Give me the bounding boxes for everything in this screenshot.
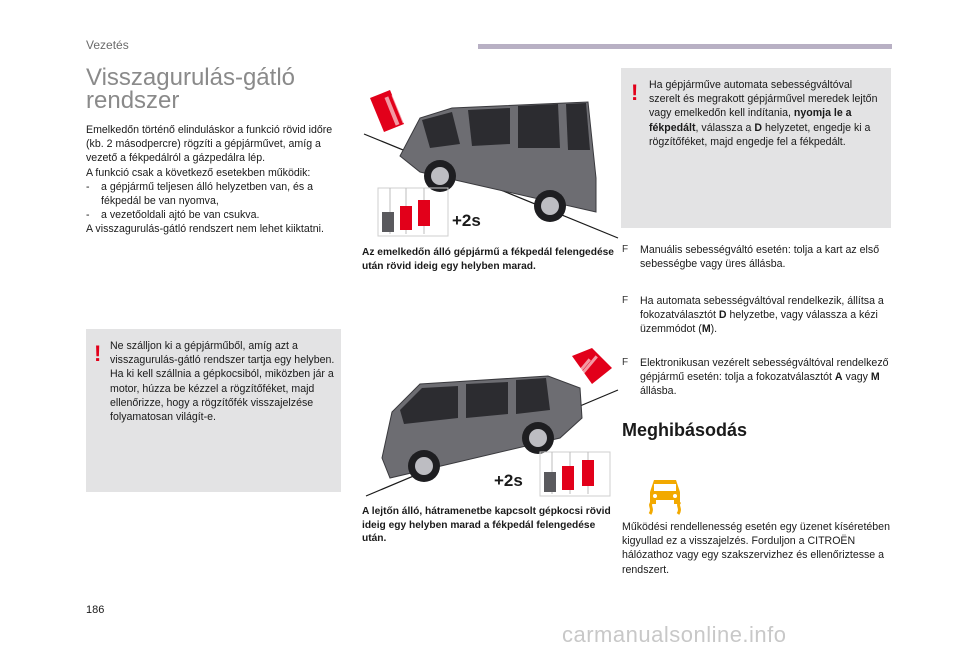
bullet-text-bold: M [870,371,880,384]
fault-text: Működési rendellenesség esetén egy üzene… [622,521,890,576]
warning-right-t3: helyzetet, engedje ki a rögzítőféket, ma… [649,121,871,148]
page-title-line1: Visszagurulás-gátló [86,64,296,91]
intro-list-item: - a gépjármű teljesen álló helyzetben va… [86,180,344,208]
bullet-text: Manuális sebességváltó esetén: tolja a k… [640,244,880,271]
bullet-manual-gearbox: F Manuális sebességváltó esetén: tolja a… [622,243,892,271]
watermark: carmanualsonline.info [562,622,787,647]
intro-p2: A funkció csak a következő esetekben műk… [86,166,311,179]
van-silhouette [399,101,597,222]
bullet-marker: F [622,295,629,306]
bullet-text-part: vagy [842,371,871,384]
warning-exclamation-icon: ! [631,80,639,105]
bullet-text-part: állásba. [640,385,677,398]
warning-exclamation-icon: ! [94,341,102,366]
warning-right-text: Ha gépjárműve automata sebességváltóval … [649,78,885,149]
section-label: Vezetés [86,38,129,52]
warning-right-b2: D [754,121,763,134]
red-arrow-uphill-icon [370,90,406,132]
warning-box-right: ! Ha gépjárműve automata sebességváltóva… [621,68,891,228]
warning-left-text: Ne szálljon ki a gépjárműből, amíg azt a… [110,339,336,424]
page-title-line2: rendszer [86,87,180,114]
warning-right-t2: , válassza a [695,121,755,134]
intro-list-item: - a vezetőoldali ajtó be van csukva. [86,208,344,222]
bullet-text: Elektronikusan vezérelt sebességváltóval… [622,356,892,399]
warning-left-p1: Ne szálljon ki a gépjárműből, amíg azt a… [110,340,335,367]
page-number: 186 [86,604,105,616]
page-title: Visszagurulás-gátló rendszer [86,64,346,114]
top-figure-caption: Az emelkedőn álló gépjármű a fékpedál fe… [362,247,614,272]
pedals-icon [539,451,611,497]
pedals-icon [377,187,449,237]
fault-section-title: Meghibásodás [622,420,748,440]
bullet-text-bold: D [718,309,727,322]
bullet-text-part: helyzetbe, vagy válassza a kézi üzemmódo… [640,309,878,336]
dash-marker: - [86,180,90,193]
bullet-text-part: ). [710,323,718,336]
intro-item-text: a vezetőoldali ajtó be van csukva. [101,209,260,222]
van-silhouette [381,375,583,482]
bottom-figure-caption: A lejtőn álló, hátramenetbe kapcsolt gép… [362,506,611,544]
bullet-text-part: Elektronikusan vezérelt sebességváltóval… [640,357,889,384]
intro-p3: A visszagurulás-gátló rendszert nem lehe… [86,223,324,236]
bullet-text-bold: A [834,371,843,384]
bullet-electronic-gearbox: F Elektronikusan vezérelt sebességváltóv… [622,356,892,399]
bullet-marker: F [622,357,629,368]
warning-left-p2: Ha ki kell szállnia a gépkocsiból, miköz… [110,368,334,424]
timer-badge: +2s [494,471,523,490]
dash-marker: - [86,209,90,222]
warning-right-b1: nyomja le a fékpedált [649,107,852,134]
bullet-automatic-gearbox: F Ha automata sebességváltóval rendelkez… [622,294,892,337]
warning-right-t1: Ha gépjárműve automata sebességváltóval … [649,79,878,120]
bullet-text: Ha automata sebességváltóval rendelkezik… [622,294,892,337]
car-skid-warning-icon [648,480,682,515]
bullet-marker: F [622,244,629,255]
warning-box-left: ! Ne szálljon ki a gépjárműből, amíg azt… [86,329,341,492]
intro-text: Emelkedőn történő elinduláskor a funkció… [86,123,344,237]
bullet-text-part: Ha automata sebességváltóval rendelkezik… [640,295,884,322]
uphill-van-illustration: +2s [363,90,619,239]
timer-badge: +2s [452,211,481,230]
intro-item-text: a gépjármű teljesen álló helyzetben van,… [101,180,314,208]
intro-p1: Emelkedőn történő elinduláskor a funkció… [86,124,333,165]
downhill-van-illustration: +2s [365,348,619,497]
red-arrow-downhill-icon [571,348,612,384]
header-bar [478,44,892,49]
bullet-text-bold: M [701,323,711,336]
